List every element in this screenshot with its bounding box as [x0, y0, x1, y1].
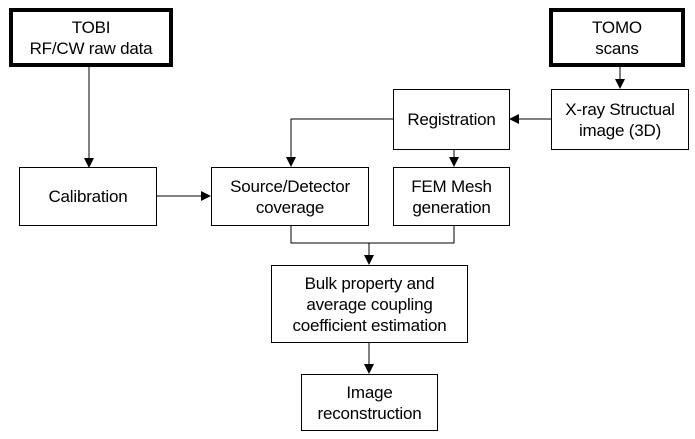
node-tobi-line-2: RF/CW raw data — [29, 38, 153, 58]
node-tomo-line-2: scans — [595, 38, 639, 58]
node-fem-mesh: FEM Mesh generation — [393, 167, 510, 226]
node-xray: X-ray Structual image (3D) — [551, 89, 689, 150]
node-calibration-line-1: Calibration — [48, 187, 128, 206]
node-tomo: TOMO scans — [549, 8, 685, 67]
node-registration: Registration — [393, 89, 510, 150]
node-image-reconstruction-line-2: reconstruction — [317, 403, 422, 423]
edge-registration-to-source-detector — [286, 118, 393, 167]
node-fem-mesh-line-2: generation — [412, 197, 491, 217]
node-source-detector: Source/Detector coverage — [211, 167, 369, 226]
node-bulk-property: Bulk property and average coupling coeff… — [271, 265, 468, 343]
node-image-reconstruction: Image reconstruction — [301, 374, 438, 431]
node-registration-line-1: Registration — [407, 110, 496, 129]
node-source-detector-line-1: Source/Detector — [230, 176, 350, 196]
node-tomo-line-1: TOMO — [592, 17, 642, 37]
node-xray-line-1: X-ray Structual — [565, 99, 675, 119]
edge-fem-mesh-to-bulk — [369, 226, 455, 244]
node-bulk-property-line-2: average coupling — [306, 294, 433, 314]
node-bulk-property-line-3: coefficient estimation — [292, 315, 447, 335]
edge-source-detector-to-bulk — [290, 226, 369, 244]
node-tobi-line-1: TOBI — [71, 17, 111, 37]
node-source-detector-line-2: coverage — [255, 197, 325, 217]
node-bulk-property-line-1: Bulk property and — [304, 273, 435, 293]
node-calibration: Calibration — [19, 167, 157, 226]
node-xray-line-2: image (3D) — [578, 120, 662, 140]
node-fem-mesh-line-1: FEM Mesh — [411, 176, 492, 196]
node-tobi: TOBI RF/CW raw data — [9, 8, 173, 67]
node-image-reconstruction-line-1: Image — [346, 382, 393, 402]
